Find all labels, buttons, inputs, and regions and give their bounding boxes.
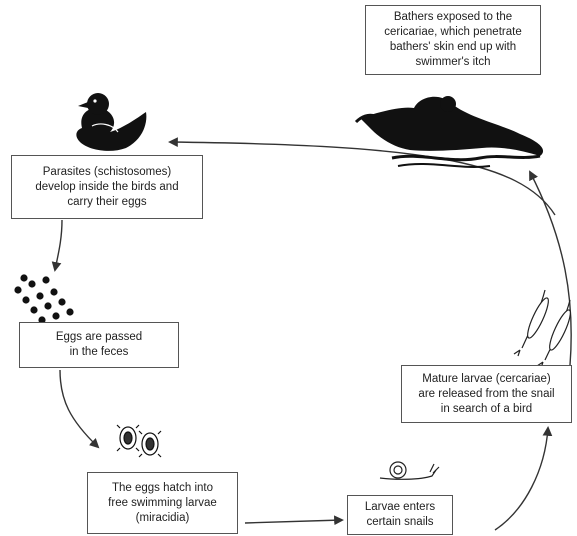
step-eggs-box: Eggs are passed in the feces — [19, 322, 179, 368]
step-bathers-box: Bathers exposed to the cericariae, which… — [365, 5, 541, 75]
step-miracidia-box: The eggs hatch into free swimming larvae… — [87, 472, 238, 534]
miracidia-icon — [116, 424, 162, 458]
arrow-snails-to-cercariae — [494, 426, 553, 531]
step-text-line: Larvae enters — [364, 501, 436, 513]
step-text-line: (miracidia) — [135, 511, 190, 524]
step-text-line: are released from the snail — [418, 387, 555, 400]
eggs-icon — [14, 274, 74, 324]
step-text-line: Mature larvae (cercariae) — [422, 372, 551, 385]
step-text-line: free swimming larvae — [108, 496, 217, 509]
step-cercariae-box: Mature larvae (cercariae) are released f… — [401, 365, 572, 423]
step-text-line: Parasites (schistosomes) — [42, 165, 172, 178]
step-text-line: certain snails — [366, 516, 434, 528]
step-parasites-box: Parasites (schistosomes) develop inside … — [11, 155, 203, 219]
arrow-parasites-to-eggs — [51, 219, 63, 272]
arrow-eggs-to-miracidia — [59, 369, 100, 449]
arrow-miracidia-to-snails — [244, 515, 344, 526]
step-text-line: Bathers exposed to the — [393, 11, 513, 23]
arrow-cercariae-to-swimmer — [529, 170, 572, 366]
step-text-line: develop inside the birds and — [35, 180, 179, 193]
step-text-line: in the feces — [69, 346, 129, 358]
step-text-line: carry their eggs — [67, 195, 147, 208]
step-text-line: swimmer's itch — [415, 56, 491, 68]
step-text-line: bathers' skin end up with — [389, 41, 517, 53]
duck-icon — [76, 93, 147, 151]
step-text-line: Eggs are passed — [55, 331, 143, 343]
swimmer-icon — [354, 96, 544, 168]
step-snails-box: Larvae enters certain snails — [347, 495, 453, 535]
step-text-line: cericariae, which penetrate — [384, 26, 522, 38]
step-text-line: The eggs hatch into — [111, 481, 213, 494]
step-text-line: in search of a bird — [440, 402, 533, 415]
snail-icon — [379, 461, 440, 480]
arrow-swimmer-to-duck — [168, 137, 556, 216]
cercariae-icon — [513, 289, 571, 369]
